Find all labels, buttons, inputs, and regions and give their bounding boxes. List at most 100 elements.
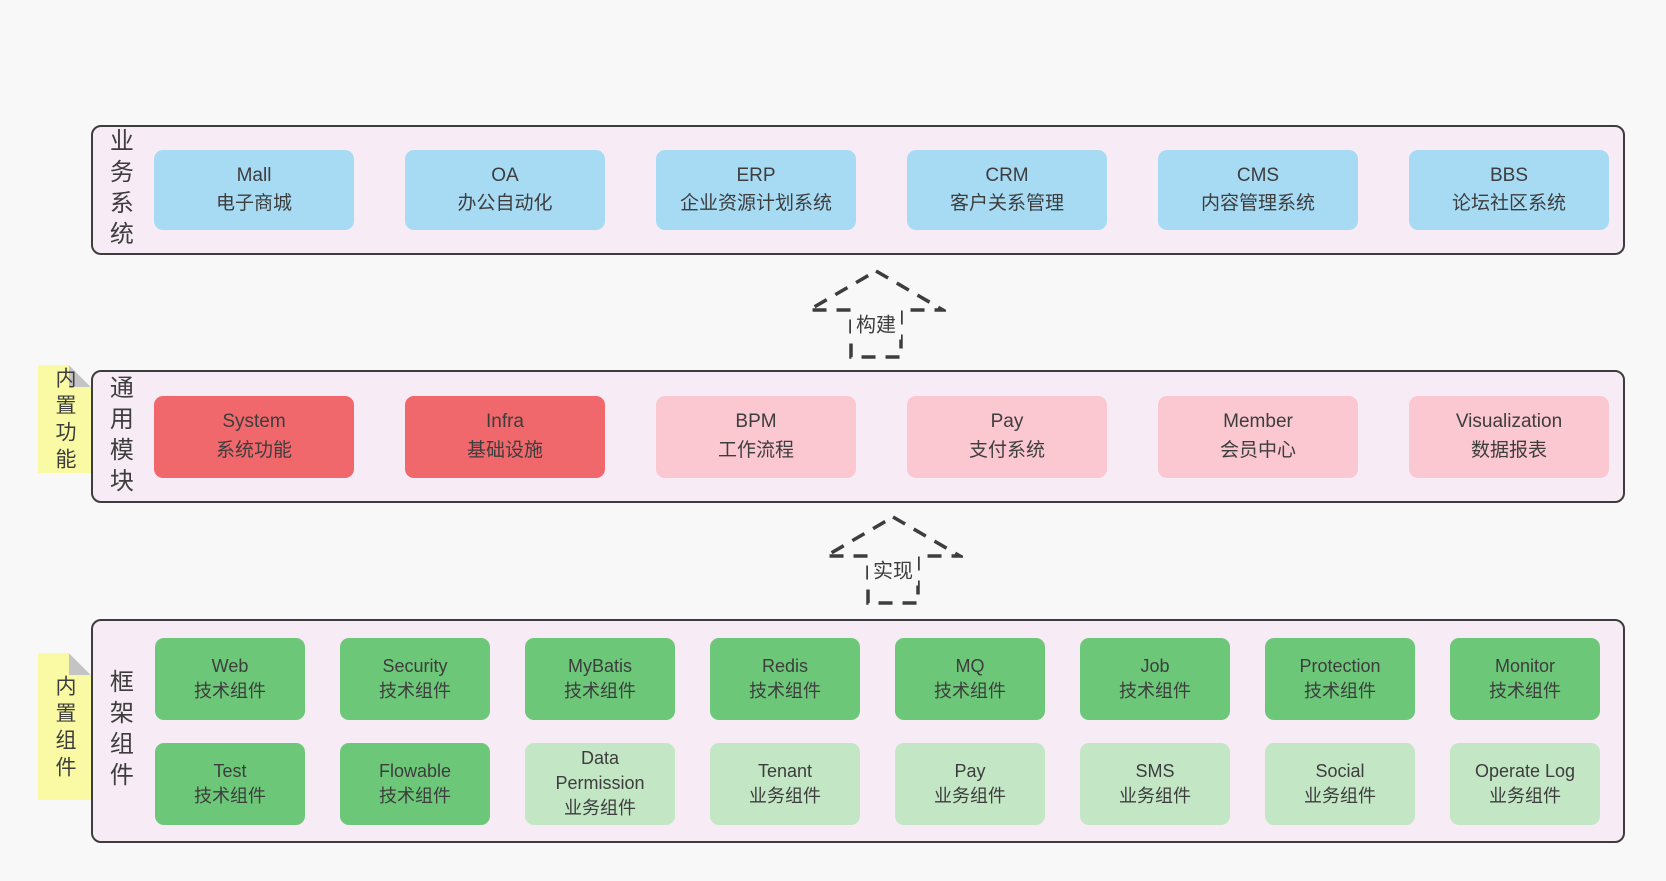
- box-title: MQ: [955, 655, 985, 676]
- biz-components-row: Test 技术组件 Flowable 技术组件 Data Permission …: [155, 742, 1600, 825]
- box-visualization: Visualization 数据报表: [1409, 395, 1609, 478]
- box-subtitle: 技术组件: [1489, 680, 1561, 701]
- sticky-note-text: 内置组件: [53, 675, 77, 784]
- box-title: Protection: [1299, 655, 1381, 676]
- box-title: Security: [382, 655, 448, 676]
- folded-corner-icon: [69, 653, 91, 675]
- up-arrow-icon: [806, 268, 946, 359]
- box-title: ERP: [736, 164, 776, 186]
- box-subtitle: 业务组件: [934, 785, 1006, 806]
- box-bbs: BBS 论坛社区系统: [1409, 150, 1609, 230]
- box-monitor: Monitor 技术组件: [1450, 637, 1600, 720]
- sticky-note-built-in-components: 内置组件: [38, 653, 91, 800]
- box-protection: Protection 技术组件: [1265, 637, 1415, 720]
- box-redis: Redis 技术组件: [710, 637, 860, 720]
- tech-components-row: Web 技术组件 Security 技术组件 MyBatis 技术组件 Redi…: [155, 637, 1600, 720]
- box-subtitle: 业务组件: [1489, 785, 1561, 806]
- box-title: Visualization: [1455, 411, 1563, 432]
- box-title: Pay: [954, 760, 986, 781]
- box-subtitle: 会员中心: [1219, 439, 1296, 461]
- layer-common-modules: 通用模块 System 系统功能 Infra 基础设施 BPM 工作流程 Pay…: [91, 370, 1625, 503]
- box-cms: CMS 内容管理系统: [1158, 150, 1358, 230]
- box-pay-biz: Pay 业务组件: [895, 742, 1045, 825]
- box-subtitle: 技术组件: [564, 680, 636, 701]
- box-title: Member: [1223, 411, 1293, 432]
- component-rows: Web 技术组件 Security 技术组件 MyBatis 技术组件 Redi…: [155, 637, 1600, 825]
- module-boxes-row: System 系统功能 Infra 基础设施 BPM 工作流程 Pay 支付系统…: [154, 395, 1609, 478]
- box-subtitle: 业务组件: [749, 785, 821, 806]
- layer-business-systems: 业务系统 Mall 电子商城 OA 办公自动化 ERP 企业资源计划系统 CRM…: [91, 125, 1625, 255]
- box-title: Social: [1315, 760, 1365, 781]
- arrow-label: 构建: [851, 306, 901, 340]
- layer-label-common-modules: 通用模块: [105, 374, 133, 499]
- arrow-implement: 实现: [823, 514, 963, 606]
- box-member: Member 会员中心: [1158, 395, 1358, 478]
- box-title: Tenant: [757, 760, 813, 781]
- box-subtitle: 支付系统: [968, 439, 1045, 461]
- box-title: Monitor: [1494, 655, 1556, 676]
- box-subtitle: 技术组件: [934, 680, 1006, 701]
- box-subtitle: 基础设施: [466, 439, 543, 461]
- box-title: CRM: [985, 164, 1029, 186]
- box-subtitle: 技术组件: [1304, 680, 1376, 701]
- box-title: Job: [1140, 655, 1170, 676]
- box-title: BPM: [735, 411, 777, 432]
- box-web: Web 技术组件: [155, 637, 305, 720]
- box-system: System 系统功能: [154, 395, 354, 478]
- box-data-permission: Data Permission 业务组件: [525, 742, 675, 825]
- sticky-note-built-in-features: 内置功能: [38, 365, 91, 476]
- box-subtitle: 办公自动化: [457, 193, 553, 214]
- box-subtitle: 业务组件: [1304, 785, 1376, 806]
- box-title: Test: [213, 760, 247, 781]
- box-subtitle: 技术组件: [749, 680, 821, 701]
- box-title: Web: [211, 655, 249, 676]
- box-subtitle: 技术组件: [379, 785, 451, 806]
- business-boxes-row: Mall 电子商城 OA 办公自动化 ERP 企业资源计划系统 CRM 客户关系…: [154, 150, 1609, 230]
- box-title: CMS: [1236, 164, 1280, 186]
- box-title: Pay: [990, 411, 1024, 432]
- box-crm: CRM 客户关系管理: [907, 150, 1107, 230]
- box-title: Mall: [236, 164, 272, 186]
- box-test: Test 技术组件: [155, 742, 305, 825]
- arrow-build: 构建: [806, 268, 946, 360]
- box-subtitle: 数据报表: [1470, 439, 1547, 461]
- box-subtitle: 系统功能: [215, 439, 292, 461]
- box-subtitle: 技术组件: [379, 680, 451, 701]
- box-job: Job 技术组件: [1080, 637, 1230, 720]
- box-infra: Infra 基础设施: [405, 395, 605, 478]
- box-flowable: Flowable 技术组件: [340, 742, 490, 825]
- box-title: Data Permission: [555, 748, 645, 794]
- box-mq: MQ 技术组件: [895, 637, 1045, 720]
- arrow-label: 实现: [868, 552, 918, 586]
- box-subtitle: 工作流程: [717, 439, 794, 461]
- box-tenant: Tenant 业务组件: [710, 742, 860, 825]
- box-title: OA: [491, 164, 519, 186]
- box-mall: Mall 电子商城: [154, 150, 354, 230]
- box-title: System: [222, 411, 286, 432]
- box-erp: ERP 企业资源计划系统: [656, 150, 856, 230]
- layer-framework-components: 框架组件 Web 技术组件 Security 技术组件 MyBatis 技术组件…: [91, 619, 1625, 843]
- box-title: Operate Log: [1474, 760, 1576, 781]
- box-sms: SMS 业务组件: [1080, 742, 1230, 825]
- box-pay: Pay 支付系统: [907, 395, 1107, 478]
- box-bpm: BPM 工作流程: [656, 395, 856, 478]
- layer-label-framework-components: 框架组件: [105, 669, 133, 793]
- box-subtitle: 业务组件: [1119, 785, 1191, 806]
- box-operate-log: Operate Log 业务组件: [1450, 742, 1600, 825]
- box-title: Redis: [761, 655, 809, 676]
- box-subtitle: 技术组件: [194, 785, 266, 806]
- box-oa: OA 办公自动化: [405, 150, 605, 230]
- box-social: Social 业务组件: [1265, 742, 1415, 825]
- layer-label-business-systems: 业务系统: [105, 128, 133, 252]
- box-title: MyBatis: [567, 655, 632, 676]
- box-security: Security 技术组件: [340, 637, 490, 720]
- box-subtitle: 业务组件: [564, 797, 636, 818]
- box-title: Flowable: [378, 760, 452, 781]
- sticky-note-text: 内置功能: [53, 367, 77, 476]
- box-subtitle: 技术组件: [194, 680, 266, 701]
- box-subtitle: 内容管理系统: [1200, 193, 1315, 214]
- box-subtitle: 客户关系管理: [949, 193, 1064, 214]
- box-subtitle: 电子商城: [215, 193, 292, 214]
- folded-corner-icon: [69, 365, 91, 387]
